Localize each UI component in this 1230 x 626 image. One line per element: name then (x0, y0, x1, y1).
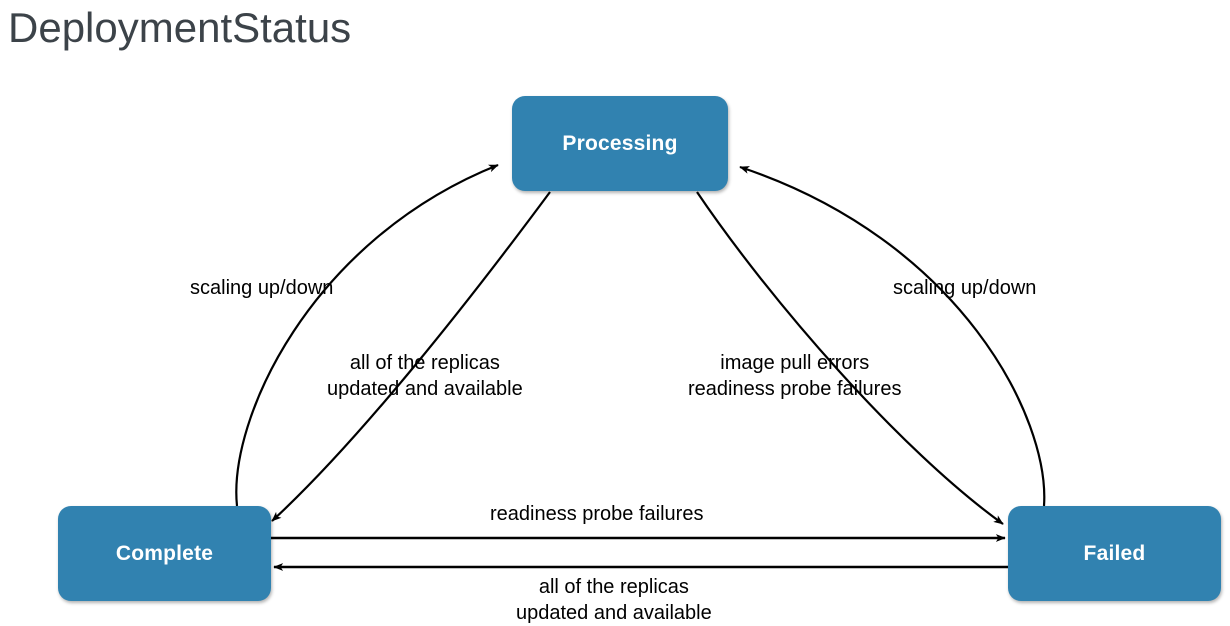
node-complete-label: Complete (115, 541, 214, 565)
page-title: DeploymentStatus (8, 4, 352, 51)
edge-label-line-1: all of the replicas (538, 576, 689, 598)
edge-layer (235, 163, 1046, 571)
node-failed-label: Failed (1083, 541, 1146, 565)
edge-failed-to-processing (739, 165, 1046, 507)
edge-label-failed-to-processing: scaling up/down (893, 277, 1037, 299)
edge-label-complete-to-processing: scaling up/down (190, 277, 334, 299)
node-failed[interactable]: Failed (1008, 506, 1221, 601)
edge-complete-to-processing (235, 163, 499, 507)
diagram-canvas: DeploymentStatus Processing Complete Fai… (8, 4, 1221, 624)
edge-label-processing-to-complete: all of the replicas updated and availabl… (327, 350, 523, 402)
node-processing[interactable]: Processing (512, 96, 728, 191)
edge-label-line-1: all of the replicas (349, 352, 500, 374)
edge-processing-to-failed (696, 191, 1004, 525)
edge-label-line-2: updated and available (516, 602, 712, 624)
edge-label-processing-to-failed: image pull errors readiness probe failur… (688, 350, 901, 402)
edge-label-failed-to-complete: all of the replicas updated and availabl… (516, 574, 712, 626)
node-processing-label: Processing (562, 131, 678, 155)
node-complete[interactable]: Complete (58, 506, 271, 601)
edge-label-complete-to-failed: readiness probe failures (490, 503, 704, 525)
edge-label-line-1: image pull errors (720, 352, 870, 374)
edge-processing-to-complete (271, 191, 551, 522)
edge-label-line-2: updated and available (327, 378, 523, 400)
edge-label-line-2: readiness probe failures (688, 378, 902, 400)
